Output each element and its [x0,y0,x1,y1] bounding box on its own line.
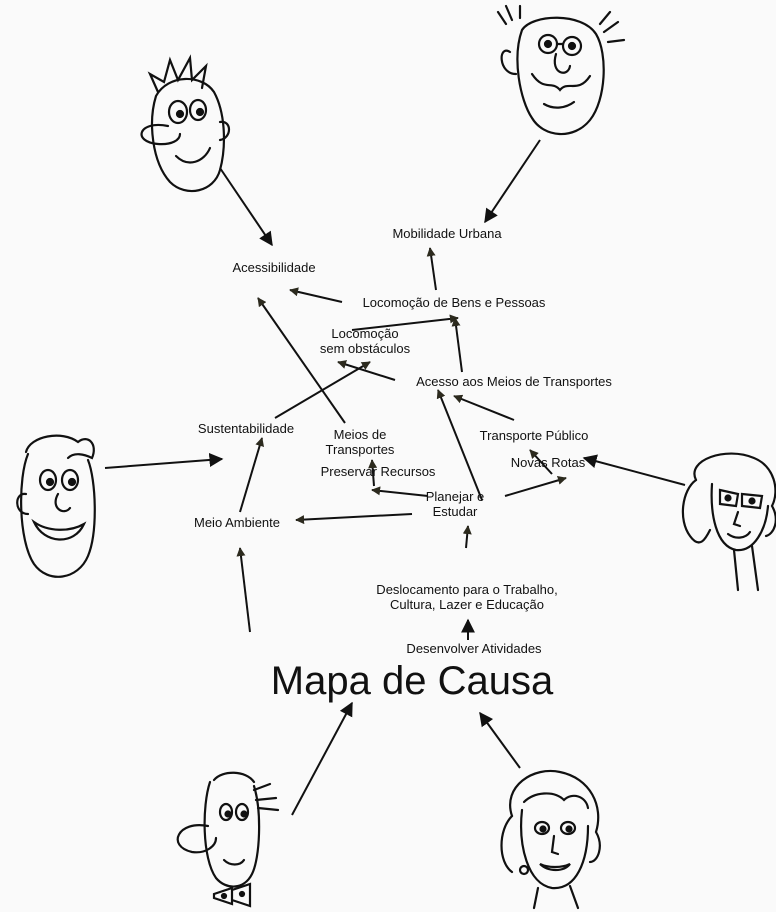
arrow-planejar-to-meio-ambiente [295,513,413,525]
node-deslocamento: Deslocamento para o Trabalho, Cultura, L… [376,582,558,612]
node-planejar-e-estudar: Planejar e Estudar [425,489,485,519]
arrow-bens-to-acessibilidade [289,287,343,303]
node-mobilidade-urbana: Mobilidade Urbana [392,226,502,241]
arrow-planejar-to-preservar [371,486,429,497]
node-meios-de-transportes: Meios de Transportes [325,427,395,457]
arrow-face-to-sustentabilidade [104,452,224,469]
arrow-bens-to-mobilidade [426,247,437,291]
woman-glasses-face-icon [676,450,776,600]
node-meio-ambiente: Meio Ambiente [194,515,280,530]
arrow-planejar-to-rotas [504,475,567,497]
node-preservar-recursos: Preservar Recursos [320,464,436,479]
arrow-planejar-to-acesso [436,389,483,501]
arrow-meio-ambiente-to-sustentabilidade [239,437,265,513]
woman-face-icon [494,766,610,912]
arrow-preservar-to-meios [368,459,378,487]
arrow-acesso-to-bens [451,317,463,373]
node-locomocao-bens-pessoas: Locomoção de Bens e Pessoas [362,295,546,310]
old-man-glasses-face-icon [492,4,632,144]
node-transporte-publico: Transporte Público [479,428,589,443]
arrow-face-to-acessibilidade [219,167,273,247]
node-desenvolver-atividades: Desenvolver Atividades [406,641,542,656]
node-sustentabilidade: Sustentabilidade [197,421,295,436]
arrow-title-to-meio-ambiente [236,547,251,633]
arrow-acesso-to-locomocao [337,360,396,381]
node-acesso-meios-transportes: Acesso aos Meios de Transportes [416,374,612,389]
diagram-title: Mapa de Causa [270,659,554,703]
man-face-icon [128,52,238,202]
arrow-face-to-title-right [479,711,521,769]
bald-man-bowtie-face-icon [158,766,288,912]
node-locomocao-sem-obstaculos: Locomoção sem obstáculos [319,326,411,356]
node-acessibilidade: Acessibilidade [232,260,316,275]
arrow-transporte-to-acesso [453,394,515,421]
node-novas-rotas: Novas Rotas [510,455,586,470]
arrow-meios-to-acessibilidade [257,297,346,424]
arrow-rotas-to-transporte [529,449,553,475]
arrow-face-to-title [291,701,353,816]
arrow-deslocamento-to-planejar [462,525,472,549]
arrow-face-to-mobilidade [484,139,541,224]
arrow-locomocao-to-bens [351,314,459,331]
arrow-face-to-transporte-publico [582,454,686,486]
young-man-face-icon [4,428,108,588]
